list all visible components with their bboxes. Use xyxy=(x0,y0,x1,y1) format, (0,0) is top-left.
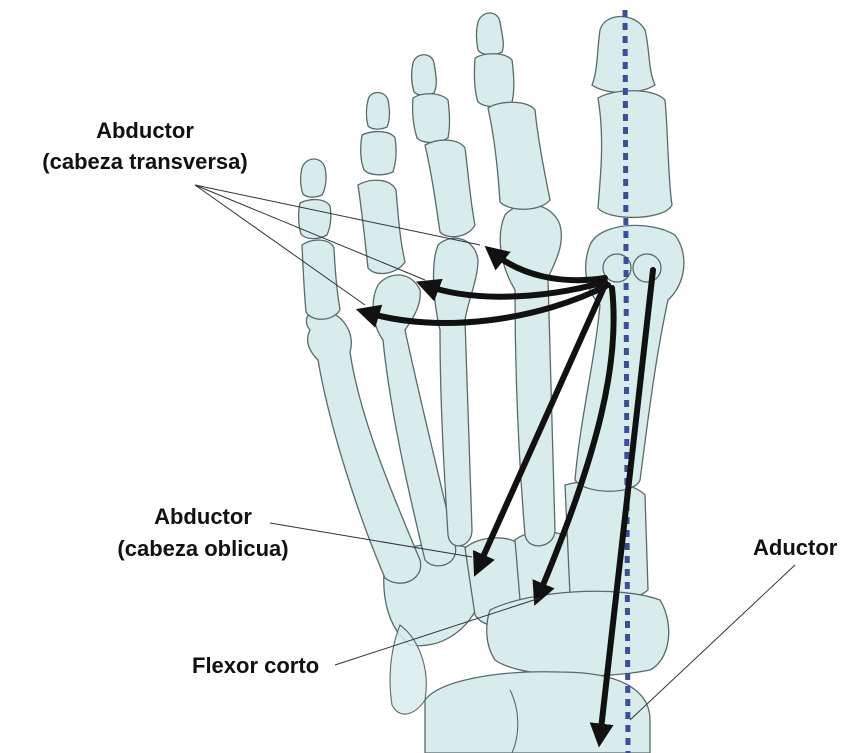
third-toe-proximal-phalanx xyxy=(425,140,475,237)
second-toe-distal-phalanx xyxy=(477,13,504,55)
abductor-transversa-label-line2: (cabeza transversa) xyxy=(42,149,247,174)
second-toe-middle-phalanx xyxy=(474,54,513,107)
second-toe-proximal-phalanx xyxy=(488,102,550,209)
navicular-bone xyxy=(487,591,669,676)
foot-bones xyxy=(299,13,684,753)
medial-sesamoid xyxy=(633,254,661,282)
fourth-toe-distal-phalanx xyxy=(367,93,390,130)
abductor-oblicua-label-line2: (cabeza oblicua) xyxy=(117,536,288,561)
flexor-corto-label: Flexor corto xyxy=(192,653,319,678)
abductor-transversa-label-line1: Abductor xyxy=(96,118,194,143)
aductor-label: Aductor xyxy=(753,535,838,560)
talus-bone xyxy=(425,672,650,753)
great-toe-proximal-phalanx xyxy=(598,91,672,218)
fifth-toe-distal-phalanx xyxy=(301,159,326,197)
fourth-toe-proximal-phalanx xyxy=(358,180,405,273)
fifth-toe-middle-phalanx xyxy=(299,200,331,239)
fifth-toe-proximal-phalanx xyxy=(302,240,340,319)
fourth-toe-middle-phalanx xyxy=(361,132,396,175)
third-toe-middle-phalanx xyxy=(413,94,450,143)
abductor-oblicua-label-line1: Abductor xyxy=(154,504,252,529)
third-toe-distal-phalanx xyxy=(412,55,437,95)
